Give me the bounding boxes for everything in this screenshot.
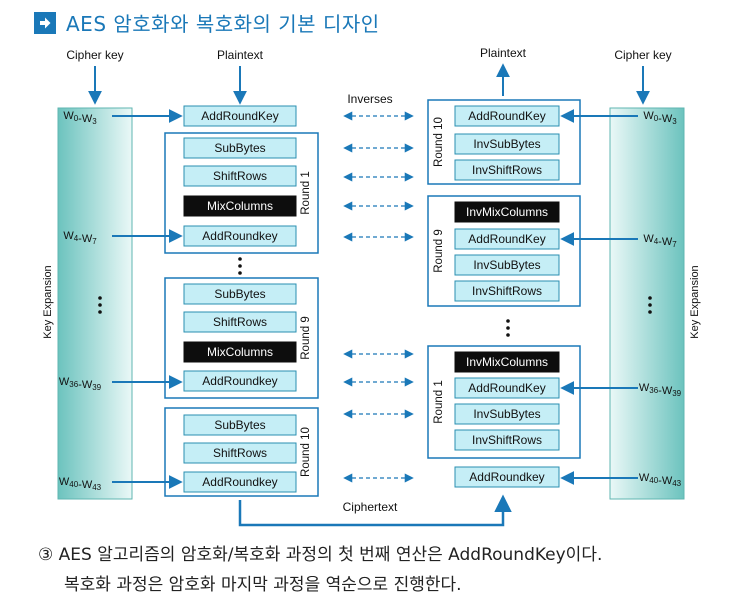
enc-r3-step-2-box (183, 471, 297, 493)
enc-r1-step-2-box (183, 195, 297, 217)
dec-r2-step-2-box (454, 254, 560, 276)
dec-r2-step-0-box (454, 201, 560, 223)
enc-r1-step-0-box (183, 137, 297, 159)
dec-r2-step-3-label: InvShiftRows (472, 284, 542, 298)
plaintext-label-right: Plaintext (480, 46, 527, 60)
dec-r3-step-3-label: InvShiftRows (472, 433, 542, 447)
key-right-dots-2 (648, 310, 652, 314)
enc-r3-step-0-label: SubBytes (214, 418, 265, 432)
enc-initial-addroundkey-label: AddRoundKey (201, 109, 278, 123)
enc-r3-step-1-label: ShiftRows (213, 446, 267, 460)
enc-r2-step-3-box (183, 370, 297, 392)
ciphertext-path (238, 494, 512, 527)
key-right-2: W36-W39 (639, 382, 682, 398)
dec-r3-step-2-box (454, 403, 560, 425)
dec-round-3-label: Round 1 (433, 380, 445, 423)
dec-round-2-label: Round 9 (433, 229, 445, 272)
key-right-1: W4-W7 (643, 233, 677, 249)
dec-r3-step-0-box (454, 351, 560, 373)
dec-r3-step-0-label: InvMixColumns (466, 355, 548, 369)
enc-r3-step-2-label: AddRoundkey (202, 475, 277, 489)
section-title: AES 암호화와 복호화의 기본 디자인 (66, 12, 380, 36)
enc-r2-step-0-box (183, 283, 297, 305)
caption-line-1: ③ AES 알고리즘의 암호화/복호화 과정의 첫 번째 연산은 AddRoun… (38, 545, 603, 565)
key-left-0: W0-W3 (63, 110, 97, 126)
arrow-right-square-icon (34, 11, 56, 34)
enc-initial-addroundkey-box (183, 105, 297, 127)
enc-r1-step-1-label: ShiftRows (213, 169, 267, 183)
enc-r2-step-2-box (183, 341, 297, 363)
dec-r3-step-2-label: InvSubBytes (473, 407, 540, 421)
dec-r1-step-1-label: InvSubBytes (473, 137, 540, 151)
enc-dots-0 (238, 257, 242, 261)
key-right-0: W0-W3 (643, 110, 677, 126)
enc-round-3-label: Round 10 (300, 427, 312, 477)
dec-r2-step-1-label: AddRoundKey (468, 232, 545, 246)
ciphertext-label: Ciphertext (343, 500, 398, 514)
dec-r2-step-2-label: InvSubBytes (473, 258, 540, 272)
key-expansion-bar-left (57, 107, 133, 500)
caption: ③ AES 알고리즘의 암호화/복호화 과정의 첫 번째 연산은 AddRoun… (38, 540, 602, 600)
dec-r1-step-1-box (454, 133, 560, 155)
section-heading: AES 암호화와 복호화의 기본 디자인 (34, 8, 380, 37)
enc-r2-step-2-label: MixColumns (207, 345, 273, 359)
key-expansion-label-right: Key Expansion (689, 265, 701, 338)
enc-r2-step-1-label: ShiftRows (213, 315, 267, 329)
dec-dots-0 (506, 319, 510, 323)
cipher-key-label-left: Cipher key (66, 48, 123, 62)
dec-r3-step-1-label: AddRoundKey (468, 381, 545, 395)
enc-dots-2 (238, 271, 242, 275)
key-right-dots-0 (648, 296, 652, 300)
dec-r1-step-0-label: AddRoundKey (468, 109, 545, 123)
cipher-key-label-right: Cipher key (614, 48, 671, 62)
enc-r1-step-2-label: MixColumns (207, 199, 273, 213)
enc-r3-step-0-box (183, 414, 297, 436)
enc-r1-step-3-box (183, 225, 297, 247)
enc-round-2-label: Round 9 (300, 316, 312, 359)
key-right-dots-1 (648, 303, 652, 307)
key-expansion-bar-right (609, 107, 685, 500)
key-left-dots-1 (98, 303, 102, 307)
key-left-1: W4-W7 (63, 230, 97, 246)
enc-round-1-label: Round 1 (300, 171, 312, 214)
dec-r2-step-1-box (454, 228, 560, 250)
enc-r2-step-3-label: AddRoundkey (202, 374, 277, 388)
dec-final-addroundkey-label: AddRoundkey (469, 470, 544, 484)
enc-dots-1 (238, 264, 242, 268)
key-left-dots-0 (98, 296, 102, 300)
enc-r1-step-3-label: AddRoundkey (202, 229, 277, 243)
enc-r3-step-1-box (183, 442, 297, 464)
dec-dots-1 (506, 326, 510, 330)
enc-r2-step-1-box (183, 311, 297, 333)
enc-r1-step-0-label: SubBytes (214, 141, 265, 155)
dec-r3-step-3-box (454, 429, 560, 451)
caption-line-2: 복호화 과정은 암호화 마지막 과정을 역순으로 진행한다. (64, 575, 462, 595)
enc-r1-step-1-box (183, 165, 297, 187)
key-right-3: W40-W43 (639, 472, 682, 488)
plaintext-label-top: Plaintext (217, 48, 264, 62)
dec-r1-step-0-box (454, 105, 560, 127)
inverses-label: Inverses (347, 92, 392, 106)
key-left-dots-2 (98, 310, 102, 314)
enc-r2-step-0-label: SubBytes (214, 287, 265, 301)
dec-round-1-label: Round 10 (433, 117, 445, 167)
key-left-2: W36-W39 (59, 376, 102, 392)
dec-final-addroundkey-box (454, 466, 560, 488)
dec-r2-step-3-box (454, 280, 560, 302)
dec-r1-step-2-label: InvShiftRows (472, 163, 542, 177)
key-expansion-label-left: Key Expansion (42, 265, 54, 338)
dec-dots-2 (506, 333, 510, 337)
dec-r2-step-0-label: InvMixColumns (466, 205, 548, 219)
dec-r3-step-1-box (454, 377, 560, 399)
dec-r1-step-2-box (454, 159, 560, 181)
key-left-3: W40-W43 (59, 476, 102, 492)
